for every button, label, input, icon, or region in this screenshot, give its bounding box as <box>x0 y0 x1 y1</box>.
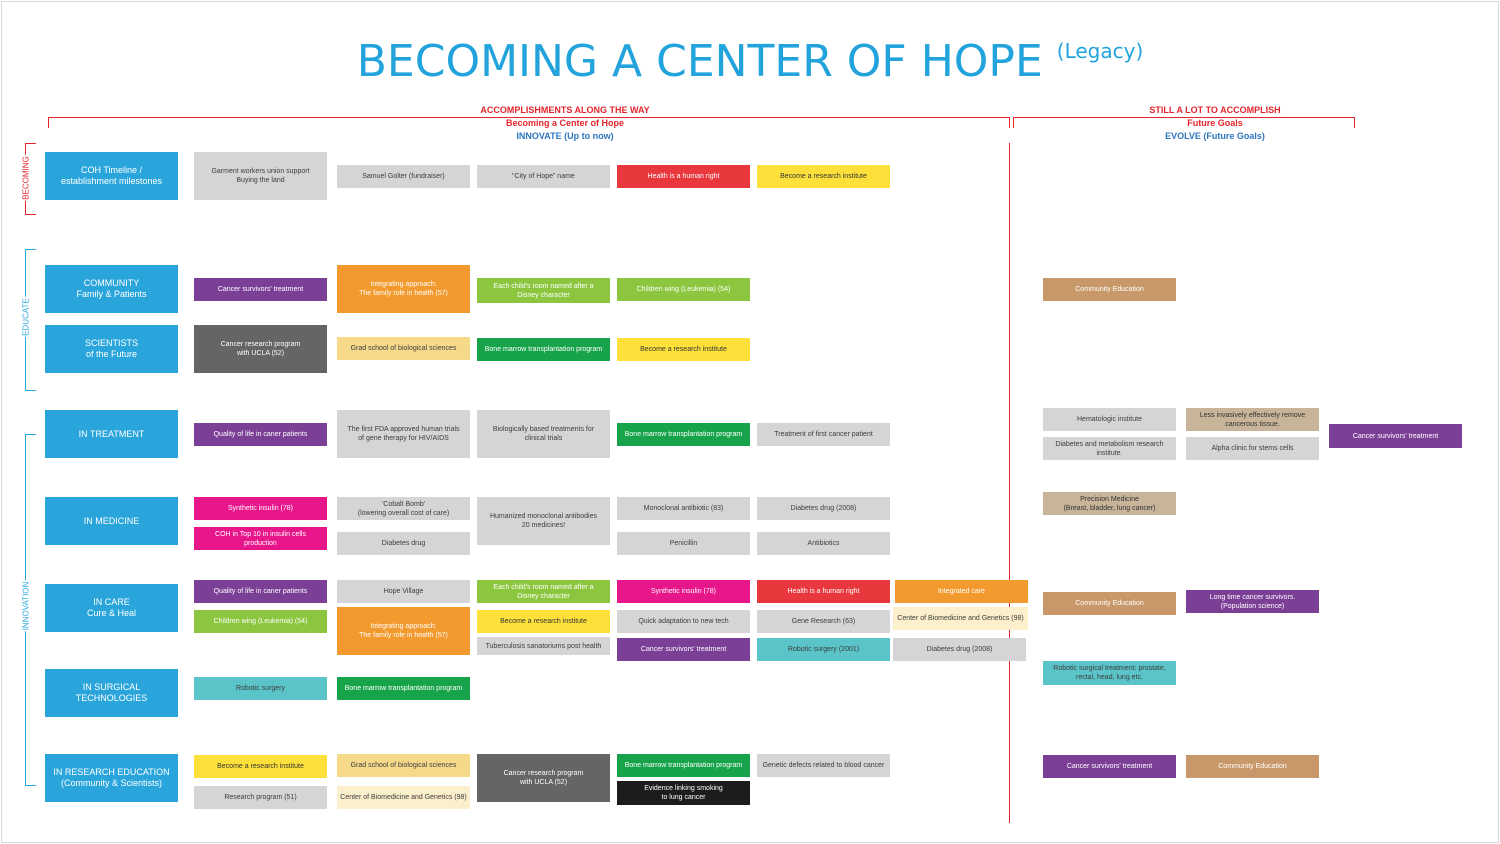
medicine-item: Penicillin <box>617 532 750 555</box>
care-item: Children wing (Leukemia) (54) <box>194 610 327 633</box>
care-item: Hope Village <box>337 580 470 603</box>
future-goal-item: Cancer survivors' treatment <box>1329 424 1462 448</box>
community-item: Children wing (Leukemia) (54) <box>617 278 750 301</box>
scientists-item: Cancer research program with UCLA (52) <box>194 325 327 373</box>
research-education-item: Center of Biomedicine and Genetics (98) <box>337 786 470 809</box>
community-item: Integrating approach: The family role in… <box>337 265 470 313</box>
care-item: Health is a human right <box>757 580 890 603</box>
title-legacy: (Legacy) <box>1056 39 1144 63</box>
medicine-item: Antibiotics <box>757 532 890 555</box>
category-medicine: IN MEDICINE <box>45 497 178 545</box>
treatment-item: Quality of life in caner patients <box>194 423 327 446</box>
community-item: Cancer survivors' treatment <box>194 278 327 301</box>
future-goal-item: Long time cancer survivors. (Population … <box>1186 590 1319 613</box>
future-goal-item: Precision Medicine (Breast, bladder, lun… <box>1043 492 1176 515</box>
scientists-item: Bone marrow transplantation program <box>477 338 610 361</box>
care-item: Robotic surgery (2001) <box>757 638 890 661</box>
category-care: IN CARE Cure & Heal <box>45 584 178 632</box>
timeline-item: Health is a human right <box>617 165 750 188</box>
surgical-item: Bone marrow transplantation program <box>337 677 470 700</box>
future-goal-item: Community Education <box>1043 592 1176 615</box>
medicine-item: Diabetes drug (2008) <box>757 497 890 520</box>
medicine-item: Synthetic insulin (78) <box>194 497 327 520</box>
innovate-label: INNOVATE (Up to now) <box>516 131 614 141</box>
future-goal-item: Robotic surgical treatment: prostate, re… <box>1043 661 1176 685</box>
page-title: BECOMING A CENTER OF HOPE (Legacy) <box>0 36 1500 87</box>
title-main: BECOMING A CENTER OF HOPE <box>356 36 1043 87</box>
research-education-item: Become a research institute <box>194 755 327 778</box>
care-item: Quality of life in caner patients <box>194 580 327 603</box>
medicine-item: Humanized monoclonal antibodies 20 medic… <box>477 497 610 545</box>
research-education-item: Bone marrow transplantation program <box>617 754 750 777</box>
scientists-item: Become a research institute <box>617 338 750 361</box>
category-surgical: IN SURGICAL TECHNOLOGIES <box>45 669 178 717</box>
accomplishments-title: ACCOMPLISHMENTS ALONG THE WAY <box>480 105 650 115</box>
community-item: Each child's room named after a Disney c… <box>477 278 610 303</box>
care-item: Integrating approach: The family role in… <box>337 607 470 655</box>
future-goal-item: Community Education <box>1186 755 1319 778</box>
research-education-item: Evidence linking smoking to lung cancer <box>617 781 750 805</box>
research-education-item: Research program (51) <box>194 786 327 809</box>
future-title: STILL A LOT TO ACCOMPLISH <box>1149 105 1281 115</box>
future-goals-header: STILL A LOT TO ACCOMPLISH Future Goals E… <box>1100 104 1330 143</box>
becoming-label: BECOMING <box>19 155 33 201</box>
category-research-education: IN RESEARCH EDUCATION (Community & Scien… <box>45 754 178 802</box>
accomplishments-bracket <box>48 117 1010 128</box>
accomplishments-subtitle: Becoming a Center of Hope <box>505 118 624 128</box>
future-goal-item: Hematologic institute <box>1043 408 1176 431</box>
innovation-label: INNOVATION <box>19 580 33 632</box>
category-community: COMMUNITY Family & Patients <box>45 265 178 313</box>
category-coh-timeline: COH Timeline / establishment milestones <box>45 152 178 200</box>
future-goal-item: Diabetes and metabolism research institu… <box>1043 437 1176 460</box>
treatment-item: The first FDA approved human trials of g… <box>337 410 470 458</box>
timeline-item: “City of Hope” name <box>477 165 610 188</box>
research-education-item: Cancer research program with UCLA (52) <box>477 754 610 802</box>
future-bracket <box>1013 117 1355 128</box>
care-item: Quick adaptation to new tech <box>617 610 750 633</box>
care-item: Each child's room named after a Disney c… <box>477 580 610 603</box>
care-item: Tuberculosis sanatoriums post health <box>477 637 610 655</box>
scientists-item: Grad school of biological sciences <box>337 337 470 360</box>
now-divider-line <box>1009 143 1010 823</box>
category-treatment: IN TREATMENT <box>45 410 178 458</box>
timeline-item: Samuel Golter (fundraiser) <box>337 165 470 188</box>
category-scientists: SCIENTISTS of the Future <box>45 325 178 373</box>
care-item: Center of Biomedicine and Genetics (98) <box>893 607 1028 630</box>
medicine-item: Diabetes drug <box>337 532 470 555</box>
future-goal-item: Community Education <box>1043 278 1176 301</box>
future-goal-item: Less invasively effectively remove cance… <box>1186 408 1319 431</box>
research-education-item: Genetic defects related to blood cancer <box>757 754 890 777</box>
educate-label: EDUCATE <box>19 297 33 337</box>
future-subtitle: Future Goals <box>1187 118 1243 128</box>
care-item: Integrated care <box>895 580 1028 603</box>
treatment-item: Treatment of first cancer patient <box>757 423 890 446</box>
treatment-item: Biologically based treatments for clinic… <box>477 410 610 458</box>
timeline-item: Garment workers union support Buying the… <box>194 152 327 200</box>
care-item: Diabetes drug (2008) <box>893 638 1026 661</box>
medicine-item: COH in Top 10 in insulin cells productio… <box>194 527 327 550</box>
research-education-item: Grad school of biological sciences <box>337 754 470 777</box>
treatment-item: Bone marrow transplantation program <box>617 423 750 446</box>
care-item: Cancer survivors' treatment <box>617 638 750 661</box>
surgical-item: Robotic surgery <box>194 677 327 700</box>
future-goal-item: Alpha clinic for stems cells <box>1186 437 1319 460</box>
care-item: Gene Research (63) <box>757 610 890 633</box>
care-item: Become a research institute <box>477 610 610 633</box>
accomplishments-header: ACCOMPLISHMENTS ALONG THE WAY Becoming a… <box>440 104 690 143</box>
evolve-label: EVOLVE (Future Goals) <box>1165 131 1265 141</box>
future-goal-item: Cancer survivors' treatment <box>1043 755 1176 778</box>
medicine-item: Monoclonal antibiotic (83) <box>617 497 750 520</box>
timeline-item: Become a research institute <box>757 165 890 188</box>
medicine-item: 'Cobalt Bomb' (lowering overall cost of … <box>337 497 470 520</box>
care-item: Synthetic insulin (78) <box>617 580 750 603</box>
